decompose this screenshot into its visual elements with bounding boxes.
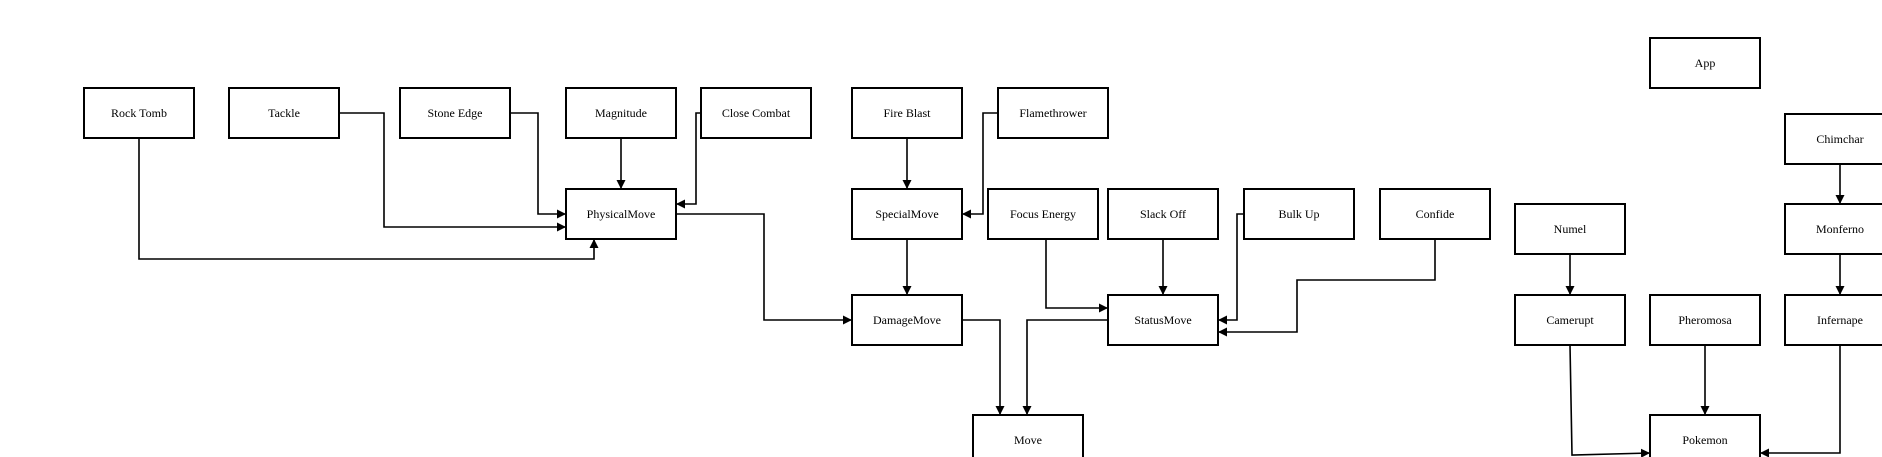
node-box-confide [1379,188,1491,240]
node-label-physical-move: PhysicalMove [587,207,656,221]
node-box-physical-move [565,188,677,240]
node-label-app: App [1695,56,1716,70]
node-rock-tomb: Rock Tomb [83,87,195,139]
node-box-special-move [851,188,963,240]
node-label-status-move: StatusMove [1134,313,1191,327]
node-box-monferno [1784,203,1882,255]
node-damage-move: DamageMove [851,294,963,346]
node-box-chimchar [1784,113,1882,165]
node-label-fire-blast: Fire Blast [884,106,932,120]
node-focus-energy: Focus Energy [987,188,1099,240]
node-box-focus-energy [987,188,1099,240]
edge-focus-energy-to-status-move [1045,239,1108,313]
node-label-stone-edge: Stone Edge [428,106,483,120]
node-label-numel: Numel [1554,222,1587,236]
edges-layer [138,112,1845,457]
node-label-flamethrower: Flamethrower [1019,106,1086,120]
node-fire-blast: Fire Blast [851,87,963,139]
node-box-bulk-up [1243,188,1355,240]
edge-damage-move-to-move [962,319,1005,415]
node-label-confide: Confide [1416,207,1455,221]
edge-confide-to-status-move [1218,239,1436,337]
node-status-move: StatusMove [1107,294,1219,346]
node-box-stone-edge [399,87,511,139]
node-label-close-combat: Close Combat [722,106,791,120]
node-label-infernape: Infernape [1817,313,1863,327]
node-label-monferno: Monferno [1816,222,1864,236]
edge-physical-move-to-damage-move [676,213,852,325]
node-bulk-up: Bulk Up [1243,188,1355,240]
edge-bulk-up-to-status-move [1218,213,1244,325]
node-box-flamethrower [997,87,1109,139]
node-label-pheromosa: Pheromosa [1678,313,1732,327]
node-label-bulk-up: Bulk Up [1278,207,1319,221]
node-box-slack-off [1107,188,1219,240]
node-label-slack-off: Slack Off [1140,207,1186,221]
node-box-fire-blast [851,87,963,139]
node-stone-edge: Stone Edge [399,87,511,139]
edge-flamethrower-to-special-move [962,112,998,219]
node-slack-off: Slack Off [1107,188,1219,240]
edge-stone-edge-to-physical-move [510,112,566,219]
node-magnitude: Magnitude [565,87,677,139]
node-box-camerupt [1514,294,1626,346]
node-label-rock-tomb: Rock Tomb [111,106,167,120]
node-label-damage-move: DamageMove [873,313,941,327]
edge-close-combat-to-physical-move [676,112,701,209]
node-label-move: Move [1014,433,1042,447]
node-box-pokemon [1649,414,1761,457]
node-box-damage-move [851,294,963,346]
node-pokemon: Pokemon [1649,414,1761,457]
node-special-move: SpecialMove [851,188,963,240]
node-label-special-move: SpecialMove [875,207,938,221]
node-flamethrower: Flamethrower [997,87,1109,139]
edge-camerupt-to-pokemon [1569,344,1651,457]
node-close-combat: Close Combat [700,87,812,139]
node-label-tackle: Tackle [268,106,300,120]
node-move: Move [972,414,1084,457]
node-box-tackle [228,87,340,139]
node-chimchar: Chimchar [1784,113,1882,165]
node-box-magnitude [565,87,677,139]
node-label-camerupt: Camerupt [1546,313,1594,327]
node-box-infernape [1784,294,1882,346]
node-confide: Confide [1379,188,1491,240]
node-label-pokemon: Pokemon [1682,433,1727,447]
node-label-focus-energy: Focus Energy [1010,207,1076,221]
node-infernape: Infernape [1784,294,1882,346]
node-monferno: Monferno [1784,203,1882,255]
node-physical-move: PhysicalMove [565,188,677,240]
node-label-magnitude: Magnitude [595,106,647,120]
node-box-move [972,414,1084,457]
node-tackle: Tackle [228,87,340,139]
node-app: App [1649,37,1761,89]
node-pheromosa: Pheromosa [1649,294,1761,346]
node-camerupt: Camerupt [1514,294,1626,346]
node-box-rock-tomb [83,87,195,139]
node-box-numel [1514,203,1626,255]
edge-rock-tomb-to-physical-move [138,138,599,260]
node-numel: Numel [1514,203,1626,255]
edge-infernape-to-pokemon [1760,345,1841,457]
edge-tackle-to-physical-move [339,112,566,232]
node-box-pheromosa [1649,294,1761,346]
edge-status-move-to-move [1022,319,1108,415]
node-box-app [1649,37,1761,89]
node-box-status-move [1107,294,1219,346]
node-label-chimchar: Chimchar [1816,132,1863,146]
node-box-close-combat [700,87,812,139]
